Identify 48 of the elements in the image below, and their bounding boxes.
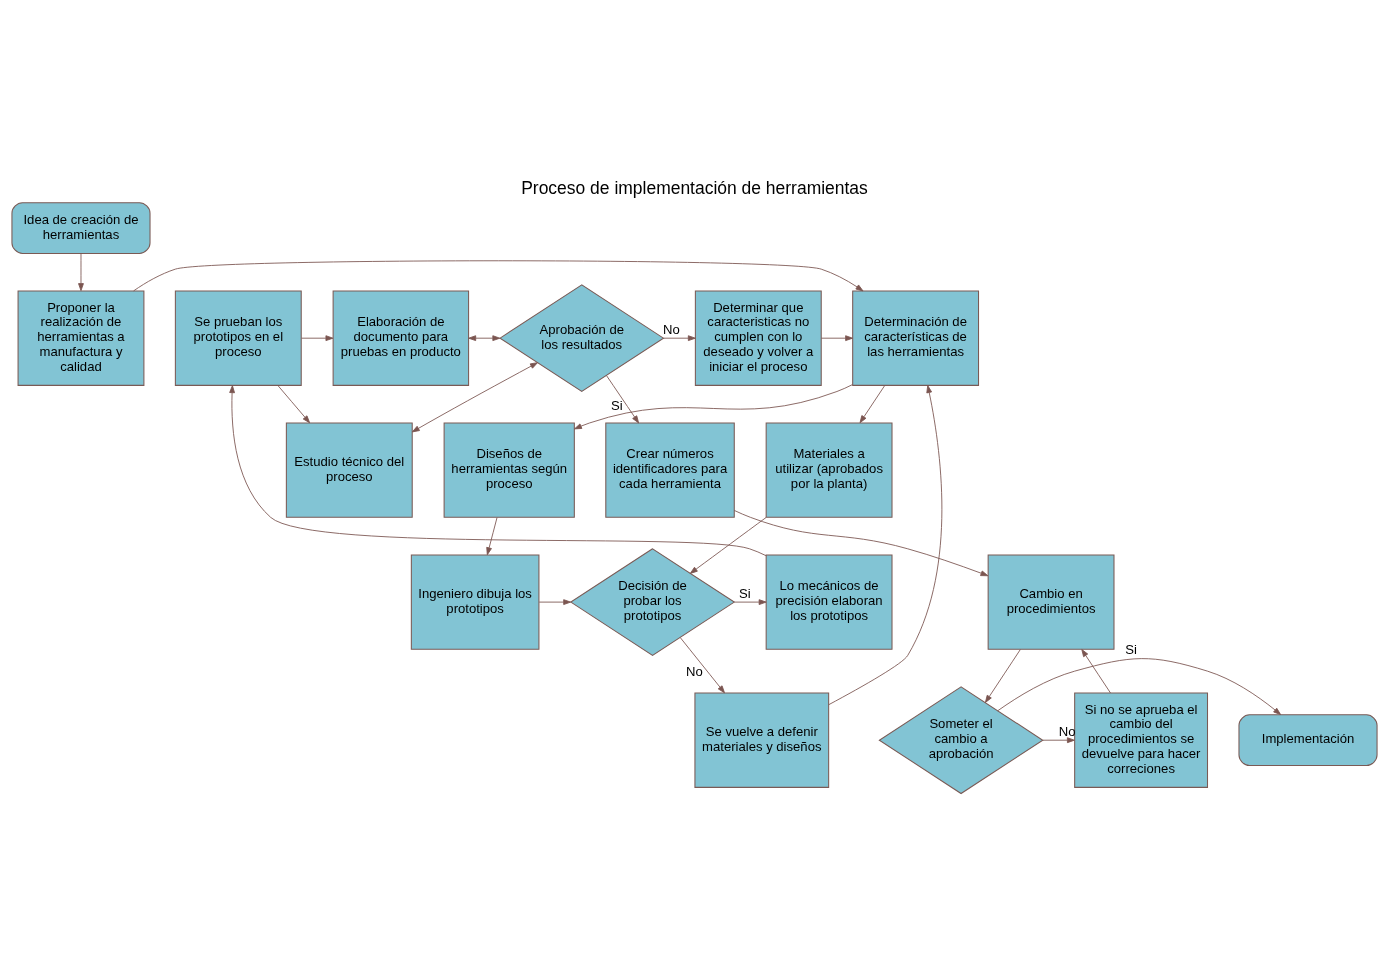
arrow (277, 385, 311, 424)
arrow (301, 335, 334, 342)
arrow (1042, 737, 1075, 744)
node-box: Materiales a utilizar (aprobados por la planta) (765, 422, 893, 518)
node-box: Estudio técnico del proceso (285, 422, 413, 518)
arrow (689, 517, 767, 574)
arrow (411, 362, 538, 433)
arrow (78, 253, 84, 292)
arrow (820, 335, 854, 342)
node-box: Si no se aprueba el cambio del procedimientos se devuelve para hacer correciones (1074, 692, 1209, 788)
diagram-title: Proceso de implementación de herramientas (521, 177, 868, 198)
node-box: Crear números identificadores para cada herramienta (605, 422, 735, 518)
node-box: Lo mecánicos de precisión elaboran los prototipos (765, 554, 893, 650)
arrow (1081, 649, 1111, 694)
arrow (733, 510, 989, 577)
node-box: Determinar que caracteristicas no cumplen con lo deseado y volver a iniciar el proceso (694, 290, 822, 386)
edge-label: No (662, 321, 680, 337)
node-box: Ingeniero dibuja los prototipos (410, 554, 540, 650)
node-diamond: Decisión de probar los prototipos (569, 548, 736, 657)
arrow (997, 658, 1282, 715)
arrow (133, 260, 864, 292)
node-diamond: Someter el cambio a aprobación (878, 686, 1044, 795)
arrow (733, 599, 767, 605)
arrow (679, 637, 725, 694)
node-box: Se prueban los prototipos en el proceso (174, 290, 302, 386)
node-box: Determinación de características de las herramientas (852, 290, 980, 386)
edge-label: No (685, 663, 703, 679)
node-box: Elaboración de documento para pruebas en producto (332, 290, 470, 386)
arrow (828, 385, 943, 706)
node-box: Proponer la realización de herramientas a manufactura y calidad (17, 290, 145, 386)
arrow (574, 384, 853, 430)
node-box: Idea de creación de herramientas (11, 202, 151, 254)
arrow (606, 375, 640, 424)
node-diamond: Aprobación de los resultados (499, 284, 665, 393)
node-box: Diseños de herramientas según proceso (443, 422, 575, 518)
arrow (984, 649, 1021, 703)
edge-label: Si (611, 397, 623, 413)
node-box: Implementación (1238, 714, 1378, 767)
arrow (468, 335, 501, 342)
node-box: Se vuelve a defenir materiales y diseños (694, 692, 830, 788)
node-box: Cambio en procedimientos (987, 554, 1115, 650)
arrow (229, 385, 767, 557)
arrow (663, 335, 696, 342)
arrow (859, 385, 886, 424)
arrow (538, 599, 572, 605)
edge-label: Si (1125, 642, 1137, 658)
edge-label: Si (738, 585, 751, 601)
arrow (486, 517, 498, 556)
